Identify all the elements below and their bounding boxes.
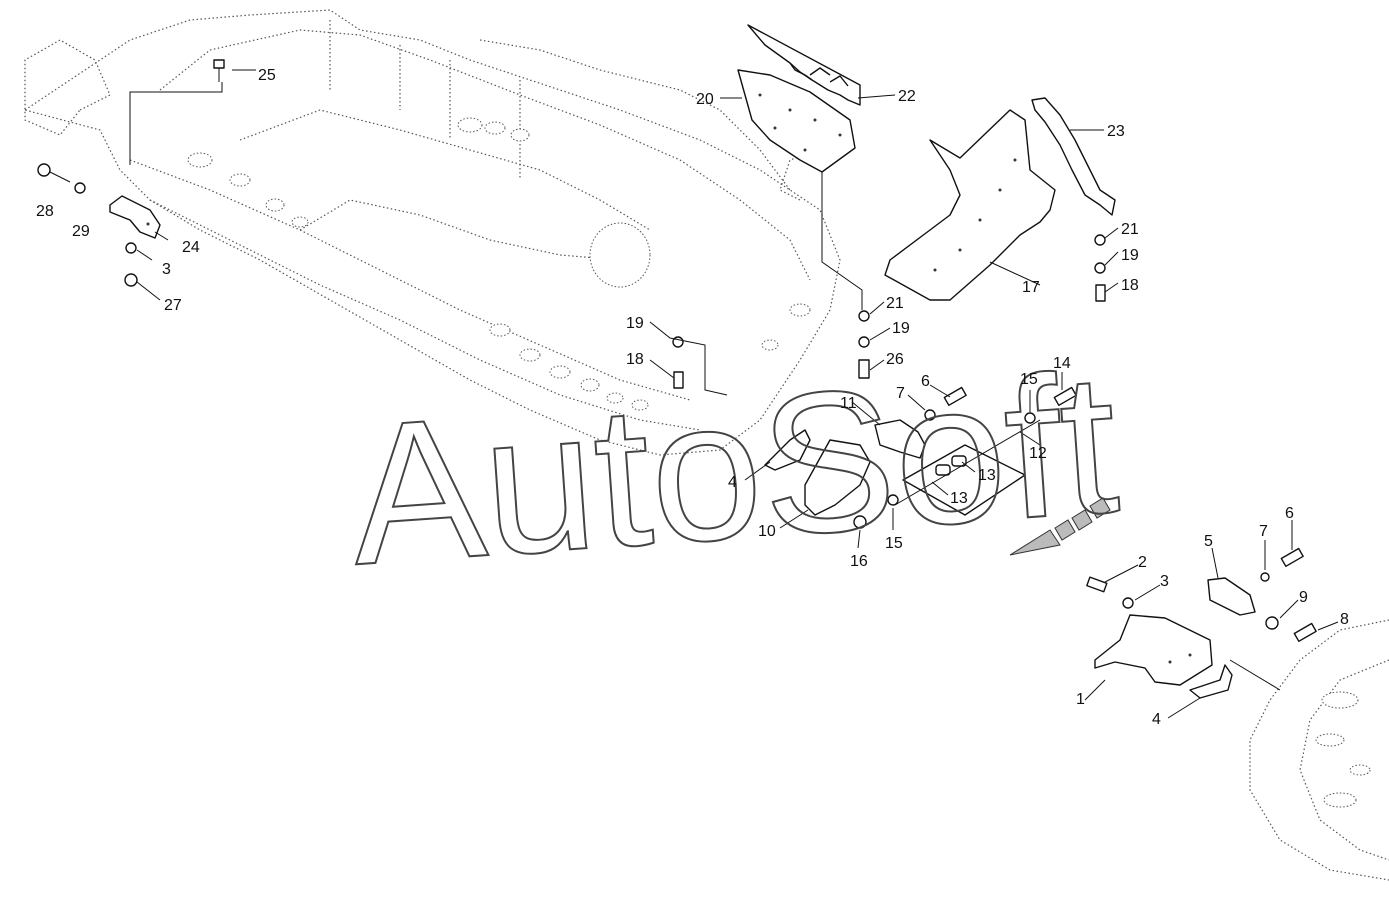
callout-7-right: 7 <box>1259 523 1268 540</box>
callout-4-right: 4 <box>1152 711 1161 728</box>
part-4-bracket <box>764 429 811 471</box>
callout-27: 27 <box>164 297 182 314</box>
callout-3-left: 3 <box>162 261 171 278</box>
frame-section-right <box>1229 619 1389 881</box>
callout-11: 11 <box>840 395 857 412</box>
watermark-text: AutoSoft <box>343 331 1124 607</box>
callout-4-center: 4 <box>728 474 737 491</box>
callout-18-left: 18 <box>626 351 644 368</box>
callout-3-right: 3 <box>1160 573 1169 590</box>
callout-16: 16 <box>850 553 868 570</box>
part-10-bracket <box>804 439 871 516</box>
callout-21-right: 21 <box>1121 221 1139 238</box>
callout-6-right: 6 <box>1285 505 1294 522</box>
callout-26: 26 <box>886 351 904 368</box>
callout-15-lower: 15 <box>885 535 903 552</box>
callout-labels: 25 22 20 23 28 29 24 3 27 21 19 18 17 21… <box>36 67 1349 728</box>
callout-19-center: 19 <box>892 320 910 337</box>
callout-23: 23 <box>1107 123 1125 140</box>
callout-19-right: 19 <box>1121 247 1139 264</box>
part-11-bracket <box>874 419 926 459</box>
callout-6-center: 6 <box>921 373 930 390</box>
callout-13-lower: 13 <box>950 490 968 507</box>
callout-12: 12 <box>1029 445 1047 462</box>
chassis-frame <box>23 9 841 456</box>
callout-24: 24 <box>182 239 200 256</box>
callout-29: 29 <box>72 223 90 240</box>
callout-25: 25 <box>258 67 276 84</box>
callout-19-left: 19 <box>626 315 644 332</box>
part-22-bracket <box>747 24 861 106</box>
callout-15-upper: 15 <box>1020 371 1038 388</box>
callout-18-right: 18 <box>1121 277 1139 294</box>
part-17-panel <box>884 109 1056 301</box>
callout-17: 17 <box>1022 279 1040 296</box>
leader-lines <box>129 69 1339 719</box>
callout-7-center: 7 <box>896 385 905 402</box>
part-5-bracket <box>1207 577 1256 616</box>
part-1-bracket <box>1094 614 1213 686</box>
callout-10: 10 <box>758 523 776 540</box>
callout-2: 2 <box>1138 554 1147 571</box>
direction-arrow <box>1009 497 1111 556</box>
callout-28: 28 <box>36 203 54 220</box>
callout-21-center: 21 <box>886 295 904 312</box>
callout-22: 22 <box>898 88 916 105</box>
part-23-strip <box>1031 97 1116 216</box>
callout-1: 1 <box>1076 691 1085 708</box>
callout-5: 5 <box>1204 533 1213 550</box>
callout-13-upper: 13 <box>978 467 996 484</box>
fasteners <box>37 59 1317 643</box>
callout-9: 9 <box>1299 589 1308 606</box>
part-20-plate <box>737 69 856 173</box>
callout-20: 20 <box>696 91 714 108</box>
callout-8: 8 <box>1340 611 1349 628</box>
part-24-bracket <box>109 195 161 239</box>
callout-14: 14 <box>1053 355 1071 372</box>
part-12-plate <box>902 444 1026 516</box>
